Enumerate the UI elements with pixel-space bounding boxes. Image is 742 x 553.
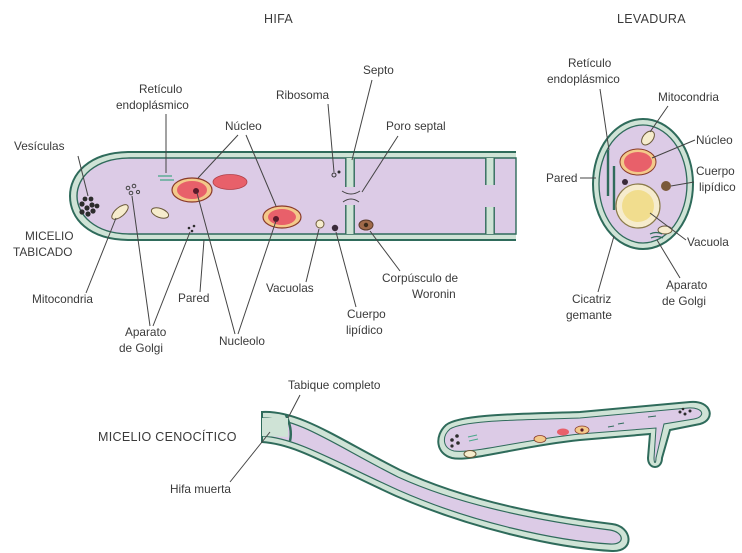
label-cuerpo-1: Cuerpo	[347, 307, 386, 321]
yeast-label-mitocondria: Mitocondria	[658, 90, 719, 104]
label-micelio-tabicado-1: MICELIO	[25, 229, 74, 243]
nucleus-icon-2	[213, 175, 247, 190]
yeast-label-reticulo-1: Retículo	[568, 56, 612, 70]
yeast-label-cicatriz-2: gemante	[566, 308, 612, 322]
label-micelio-tabicado-2: TABICADO	[13, 245, 72, 259]
label-reticulo-2: endoplásmico	[116, 98, 189, 112]
coenocytic-hypha	[262, 402, 710, 551]
hypha-septate	[70, 152, 516, 240]
yeast-label-reticulo-2: endoplásmico	[547, 72, 620, 86]
nucleus-icon-3	[263, 206, 301, 228]
lipid-body-icon	[332, 225, 338, 231]
label-ribosoma: Ribosoma	[276, 88, 330, 102]
vacuole-icon	[316, 220, 324, 228]
label-hifa-muerta: Hifa muerta	[170, 482, 231, 496]
yeast-label-aparato-2: de Golgi	[662, 294, 706, 308]
label-vesiculas: Vesículas	[14, 139, 65, 153]
yeast-label-aparato-1: Aparato	[666, 278, 708, 292]
label-nucleolo: Nucleolo	[219, 334, 265, 348]
title-levadura: LEVADURA	[617, 12, 686, 26]
woronin-body-icon	[359, 220, 373, 230]
yeast-vacuole-icon	[616, 184, 660, 228]
label-woronin-2: Woronin	[412, 287, 456, 301]
yeast-label-vacuola: Vacuola	[687, 235, 729, 249]
yeast-nucleus-icon	[620, 149, 656, 175]
yeast-cell	[593, 119, 693, 249]
label-reticulo-1: Retículo	[139, 82, 183, 96]
yeast-label-nucleo: Núcleo	[696, 133, 733, 147]
yeast-lipid-icon	[661, 181, 671, 191]
label-nucleo: Núcleo	[225, 119, 262, 133]
title-hifa: HIFA	[264, 12, 293, 26]
label-mitocondria: Mitocondria	[32, 292, 93, 306]
title-micelio-cenocitico: MICELIO CENOCÍTICO	[98, 429, 237, 444]
label-tabique-completo: Tabique completo	[288, 378, 381, 392]
label-aparato-2: de Golgi	[119, 341, 163, 355]
yeast-label-cuerpo-2: lipídico	[699, 180, 736, 194]
yeast-label-pared: Pared	[546, 171, 577, 185]
nucleus-icon	[172, 178, 212, 202]
label-cuerpo-2: lipídico	[346, 323, 383, 337]
label-septo: Septo	[363, 63, 394, 77]
label-woronin-1: Corpúsculo de	[382, 271, 459, 285]
label-aparato-1: Aparato	[125, 325, 167, 339]
yeast-label-cuerpo-1: Cuerpo	[696, 164, 735, 178]
yeast-label-cicatriz-1: Cicatriz	[572, 292, 611, 306]
label-pared: Pared	[178, 291, 209, 305]
label-poro-septal: Poro septal	[386, 119, 446, 133]
label-vacuolas: Vacuolas	[266, 281, 314, 295]
